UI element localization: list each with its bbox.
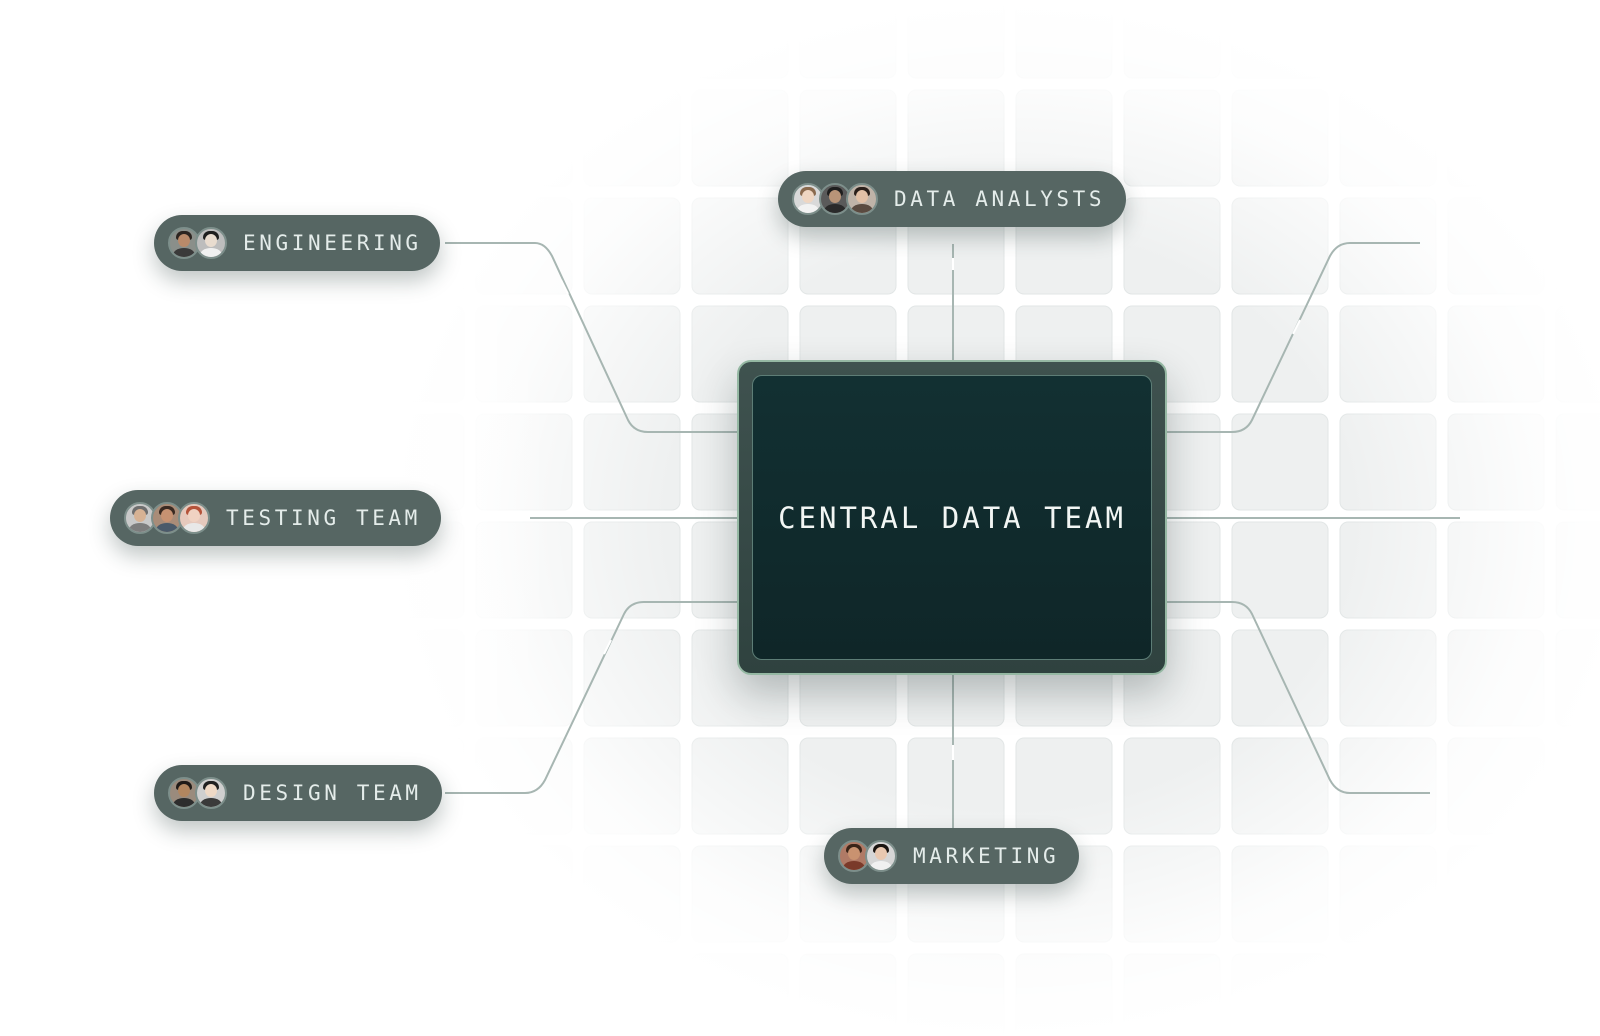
team-pill-design[interactable]: DESIGN TEAM xyxy=(154,765,442,821)
tester-3-avatar xyxy=(178,502,210,534)
analyst-3-avatar xyxy=(846,183,878,215)
marketer-2-avatar xyxy=(865,840,897,872)
connector-right-lower xyxy=(1167,601,1430,794)
central-hub[interactable]: CENTRAL DATA TEAM xyxy=(737,360,1167,675)
avatar-group xyxy=(792,183,878,215)
designer-1-avatar xyxy=(168,777,200,809)
connector-glint xyxy=(1292,319,1301,335)
avatar-group xyxy=(168,227,227,259)
designer-2-avatar xyxy=(195,777,227,809)
team-label: ENGINEERING xyxy=(243,231,422,255)
team-pill-marketing[interactable]: MARKETING xyxy=(824,828,1079,884)
engineer-2-avatar xyxy=(195,227,227,259)
team-pill-testing[interactable]: TESTING TEAM xyxy=(110,490,441,546)
connector-glint xyxy=(603,639,612,655)
team-label: DATA ANALYSTS xyxy=(894,187,1106,211)
avatar-group xyxy=(168,777,227,809)
central-hub-label: CENTRAL DATA TEAM xyxy=(778,500,1126,535)
team-pill-data-analysts[interactable]: DATA ANALYSTS xyxy=(778,171,1126,227)
avatar-group xyxy=(838,840,897,872)
team-label: MARKETING xyxy=(913,844,1060,868)
team-label: TESTING TEAM xyxy=(226,506,421,530)
marketer-1-avatar xyxy=(838,840,870,872)
avatar-group xyxy=(124,502,210,534)
connector-design xyxy=(445,601,737,794)
connector-right-upper xyxy=(1167,242,1420,433)
connector-engineering xyxy=(445,242,737,433)
connector-glint xyxy=(560,279,569,295)
central-hub-screen: CENTRAL DATA TEAM xyxy=(752,375,1152,660)
team-pill-engineering[interactable]: ENGINEERING xyxy=(154,215,440,271)
team-label: DESIGN TEAM xyxy=(243,781,422,805)
